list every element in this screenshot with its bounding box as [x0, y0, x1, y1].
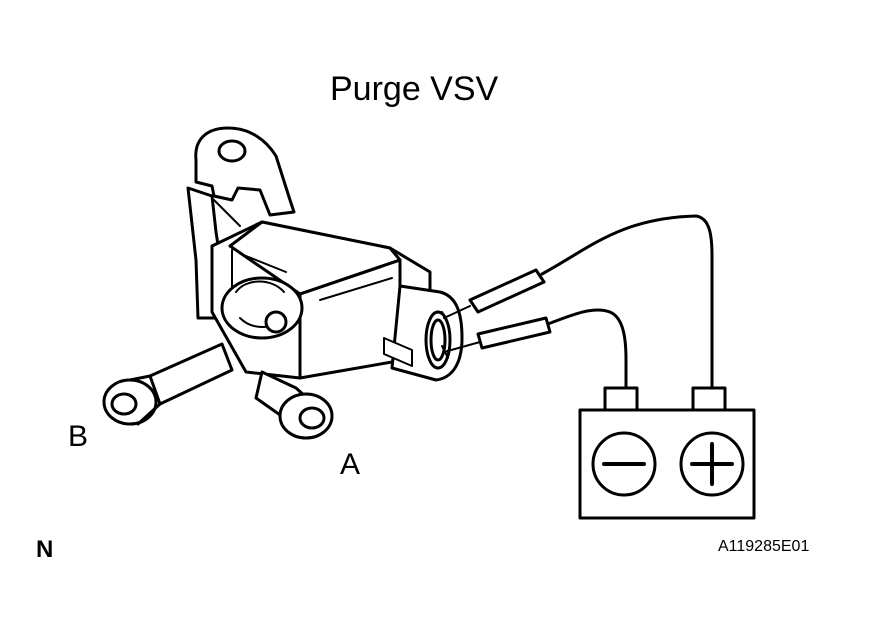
coil-detail — [220, 276, 304, 340]
test-probe-lower — [441, 316, 552, 359]
battery — [578, 386, 756, 520]
pipe-a — [254, 370, 334, 440]
corner-mark: N — [36, 536, 54, 563]
pipe-b — [102, 342, 234, 426]
diagram-title: Purge VSV — [330, 70, 499, 108]
bracket-hole — [217, 139, 247, 163]
connector-socket — [383, 284, 464, 382]
port-b-label: B — [68, 420, 89, 453]
port-a-label: A — [340, 448, 361, 481]
negative-terminal — [603, 386, 639, 412]
negative-lead-wire — [546, 308, 628, 390]
positive-terminal — [691, 386, 727, 412]
test-probe-upper — [441, 268, 546, 325]
positive-lead-wire — [540, 214, 714, 390]
figure-id: A119285E01 — [718, 538, 810, 555]
